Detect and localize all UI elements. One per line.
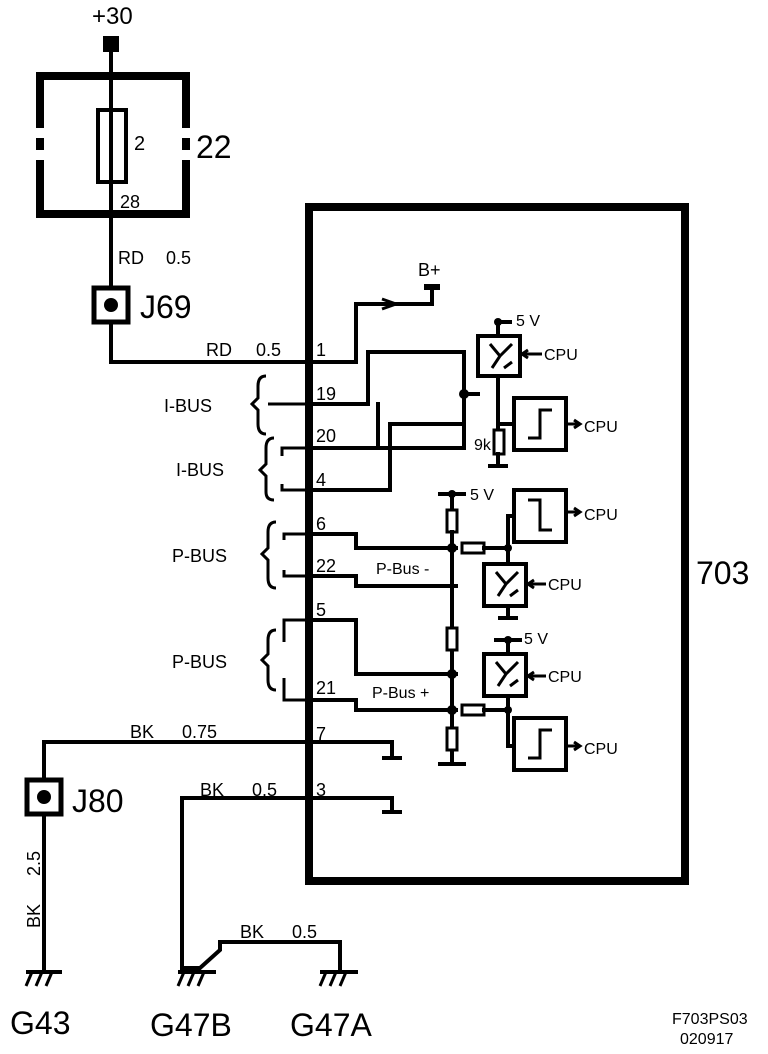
cpu-label-2: CPU	[584, 419, 618, 436]
connector-j80-label: J80	[72, 783, 124, 819]
cpu-label-4: CPU	[548, 577, 582, 594]
cpu-label-6: CPU	[584, 741, 618, 758]
connector-j80	[24, 777, 64, 817]
pin-19: 19	[316, 384, 336, 404]
pin-5: 5	[316, 600, 326, 620]
series-resistor-1	[460, 541, 486, 555]
pullup-resistor-2	[445, 626, 459, 652]
module-703-outline	[305, 203, 689, 885]
wire-bk-color-2: BK	[200, 780, 224, 800]
wire-bk-size-05-1: 0.5	[252, 780, 277, 800]
ground-symbol-g47a	[318, 970, 358, 987]
wire-bk-size-075: 0.75	[182, 722, 217, 742]
p-bus-plus-label: P-Bus +	[372, 685, 429, 702]
wire-rd-size: 0.5	[166, 248, 191, 268]
cpu-label-1: CPU	[544, 347, 578, 364]
pbus-label-1: P-BUS	[172, 546, 227, 566]
ground-symbol-g47b	[176, 970, 216, 987]
pullup-resistor-1	[445, 508, 459, 534]
pin-6: 6	[316, 514, 326, 534]
pin-3: 3	[316, 780, 326, 800]
ground-g47b-label: G47B	[150, 1007, 232, 1043]
series-resistor-2	[460, 703, 486, 717]
five-v-label-3: 5 V	[524, 631, 548, 648]
supply-terminal	[103, 36, 119, 52]
fuse-number: 2	[134, 133, 145, 155]
wire-rd-size-2: 0.5	[256, 340, 281, 360]
wire-rd-color: RD	[118, 248, 144, 268]
pin-22: 22	[316, 556, 336, 576]
wire-rd-color-2: RD	[206, 340, 232, 360]
pin-1: 1	[316, 340, 326, 360]
ground-g47a-label: G47A	[290, 1007, 372, 1043]
cpu-label-3: CPU	[584, 507, 618, 524]
resistor-9k	[492, 428, 506, 456]
resistor-9k-label: 9k	[474, 437, 492, 454]
ground-g43-label: G43	[10, 1005, 70, 1041]
pin-7: 7	[316, 724, 326, 744]
brace-ibus-2	[257, 436, 275, 502]
brace-pbus-2	[259, 628, 277, 692]
five-v-label-1: 5 V	[516, 313, 540, 330]
fuse-pin-28: 28	[120, 192, 140, 212]
wire-bk-color-4: BK	[240, 922, 264, 942]
footer-date: 020917	[680, 1031, 733, 1048]
pin-20: 20	[316, 426, 336, 446]
wire-bk-color-1: BK	[130, 722, 154, 742]
cpu-label-5: CPU	[548, 669, 582, 686]
ibus-label-2: I-BUS	[176, 460, 224, 480]
p-bus-minus-label: P-Bus -	[376, 561, 429, 578]
b-plus-terminal	[424, 284, 440, 290]
wire-bk-size-25: 2.5	[24, 851, 44, 876]
connector-j69-label: J69	[140, 289, 192, 325]
pin-21: 21	[316, 678, 336, 698]
supply-label: +30	[92, 3, 133, 30]
fuse-box-id: 22	[196, 129, 232, 165]
footer-code: F703PS03	[672, 1011, 748, 1028]
wire-bk-size-05-2: 0.5	[292, 922, 317, 942]
b-plus-label: B+	[418, 260, 441, 280]
ground-symbol-g43	[24, 970, 62, 987]
pin-4: 4	[316, 470, 326, 490]
brace-ibus-1	[249, 374, 267, 436]
wire-bk-color-3: BK	[24, 904, 44, 928]
five-v-label-2: 5 V	[470, 487, 494, 504]
brace-pbus-1	[259, 520, 277, 590]
pbus-label-2: P-BUS	[172, 652, 227, 672]
ibus-label-1: I-BUS	[164, 396, 212, 416]
module-id: 703	[696, 555, 749, 591]
pulldown-resistor-3	[445, 726, 459, 752]
